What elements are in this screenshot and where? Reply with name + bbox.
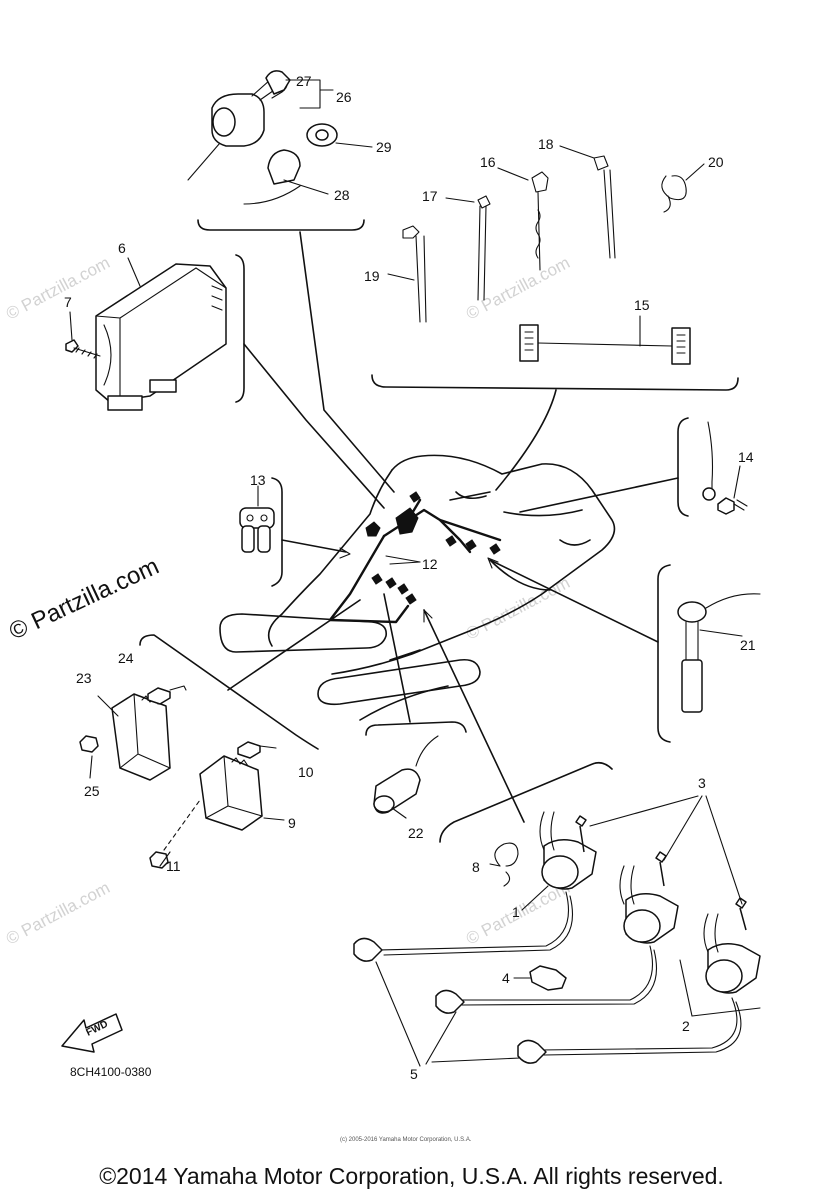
callout-22: 22 [408, 825, 424, 841]
callout-8: 8 [472, 859, 480, 875]
callout-27: 27 [296, 73, 312, 89]
copyright-notice: ©2014 Yamaha Motor Corporation, U.S.A. A… [99, 1163, 724, 1189]
ecu-unit [65, 263, 227, 411]
callout-2: 2 [682, 1018, 690, 1034]
callout-10: 10 [298, 764, 314, 780]
callout-9: 9 [288, 815, 296, 831]
callout-29: 29 [376, 139, 392, 155]
callout-3: 3 [698, 775, 706, 791]
callout-5: 5 [410, 1066, 418, 1082]
callout-11: 11 [166, 858, 181, 874]
callout-4: 4 [502, 970, 510, 986]
ignition-coils [353, 811, 761, 1064]
ground-lead [702, 421, 748, 515]
callout-leaders [89, 145, 761, 1067]
callout-6: 6 [118, 240, 126, 256]
watermark-large: © Partzilla.com [5, 553, 163, 646]
callout-23: 23 [76, 670, 92, 686]
watermark: © Partzilla.com [3, 878, 113, 949]
watermarks: © Partzilla.com © Partzilla.com © Partzi… [3, 253, 573, 949]
callout-25: 25 [84, 783, 100, 799]
callout-21: 21 [740, 637, 756, 653]
callout-1: 1 [512, 904, 520, 920]
relay-connector [239, 485, 275, 553]
callout-16: 16 [480, 154, 496, 170]
callout-19: 19 [364, 268, 380, 284]
callout-15: 15 [634, 297, 650, 313]
temperature-sensor [677, 593, 761, 713]
callout-18: 18 [538, 136, 554, 152]
leader-lines [227, 231, 679, 823]
callout-14: 14 [738, 449, 754, 465]
forward-arrow: FWD [61, 1013, 123, 1053]
vehicle-frame [219, 454, 616, 721]
callout-26: 26 [336, 89, 352, 105]
callout-13: 13 [250, 472, 266, 488]
callout-28: 28 [334, 187, 350, 203]
callout-12: 12 [422, 556, 438, 572]
clip-band-group [402, 155, 691, 365]
callout-17: 17 [422, 188, 438, 204]
main-switch-group [187, 70, 373, 205]
callout-numbers: 1 2 3 4 5 6 7 8 9 10 11 12 13 14 15 16 1… [64, 73, 756, 1082]
callout-20: 20 [708, 154, 724, 170]
watermark: © Partzilla.com [463, 253, 573, 324]
callout-24: 24 [118, 650, 134, 666]
fine-print: (c) 2005-2016 Yamaha Motor Corporation, … [340, 1137, 472, 1143]
group-brackets [139, 219, 739, 843]
watermark: © Partzilla.com [3, 253, 113, 324]
condenser [373, 735, 439, 814]
callout-7: 7 [64, 294, 72, 310]
regulator-units [79, 685, 277, 869]
diagram-code: 8CH4100-0380 [70, 1065, 152, 1079]
